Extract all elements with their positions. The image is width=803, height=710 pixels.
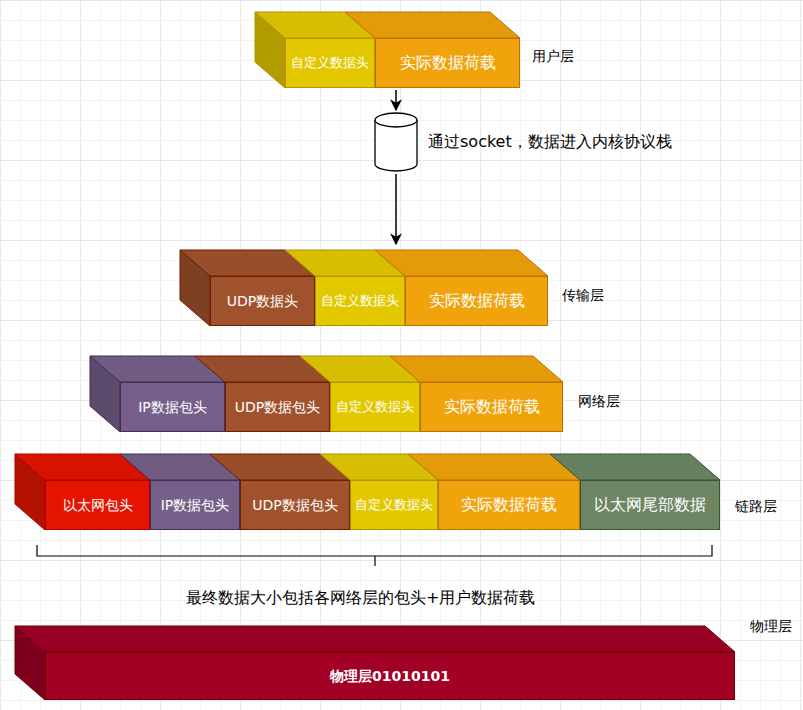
packet-segment: 自定义数据头 [315,276,405,326]
layer-label: 用户层 [532,48,574,66]
segment-label: 以太网包头 [63,497,133,514]
segment-label: 实际数据荷载 [461,495,557,514]
packet-segment: 自定义数据头 [330,382,420,432]
packet-segment: UDP数据头 [210,276,315,326]
box-top-face [550,454,720,480]
segment-label: IP数据包头 [161,497,230,514]
box-top-face [375,250,548,276]
segment-label: 实际数据荷载 [444,397,540,416]
segment-label: IP数据包头 [138,399,207,416]
segment-label: 以太网尾部数据 [594,495,706,514]
bracket [37,545,712,566]
segment-label: 自定义数据头 [355,497,433,513]
segment-label: 物理层01010101 [330,668,450,685]
packet-segment: 物理层01010101 [45,652,735,700]
packet-segment: 实际数据荷载 [375,38,520,88]
socket-cylinder: 通过socket，数据进入内核协议栈 [374,112,418,172]
flow-arrow [395,90,397,110]
layer-label: 物理层 [750,618,792,636]
packet-segment: IP数据包头 [150,480,240,530]
layer-label: 网络层 [578,393,620,411]
box-top-face [390,356,563,382]
packet-segment: 实际数据荷载 [405,276,548,326]
segment-label: UDP数据包头 [252,497,337,514]
segment-label: UDP数据包头 [235,399,320,416]
segment-label: 自定义数据头 [321,293,399,309]
segment-label: 实际数据荷载 [400,53,496,72]
packet-segment: UDP数据包头 [225,382,330,432]
packet-segment: 自定义数据头 [350,480,438,530]
note-text: 通过socket，数据进入内核协议栈 [428,132,672,153]
layer-label: 传输层 [562,287,604,305]
box-top-face [345,12,520,38]
packet-segment: IP数据包头 [120,382,225,432]
caption-note: 最终数据大小包括各网络层的包头+用户数据荷载 [186,588,535,609]
segment-label: 自定义数据头 [336,399,414,415]
packet-segment: 以太网尾部数据 [580,480,720,530]
segment-label: 自定义数据头 [291,55,369,71]
packet-segment: 以太网包头 [45,480,150,530]
packet-segment: UDP数据包头 [240,480,350,530]
packet-segment: 实际数据荷载 [438,480,580,530]
flow-arrow [395,174,397,244]
packet-segment: 自定义数据头 [285,38,375,88]
box-top-face [15,626,735,652]
layer-label: 链路层 [735,498,777,516]
segment-label: 实际数据荷载 [429,291,525,310]
cylinder-outline [374,112,418,172]
packet-segment: 实际数据荷载 [420,382,563,432]
segment-label: UDP数据头 [227,293,298,310]
